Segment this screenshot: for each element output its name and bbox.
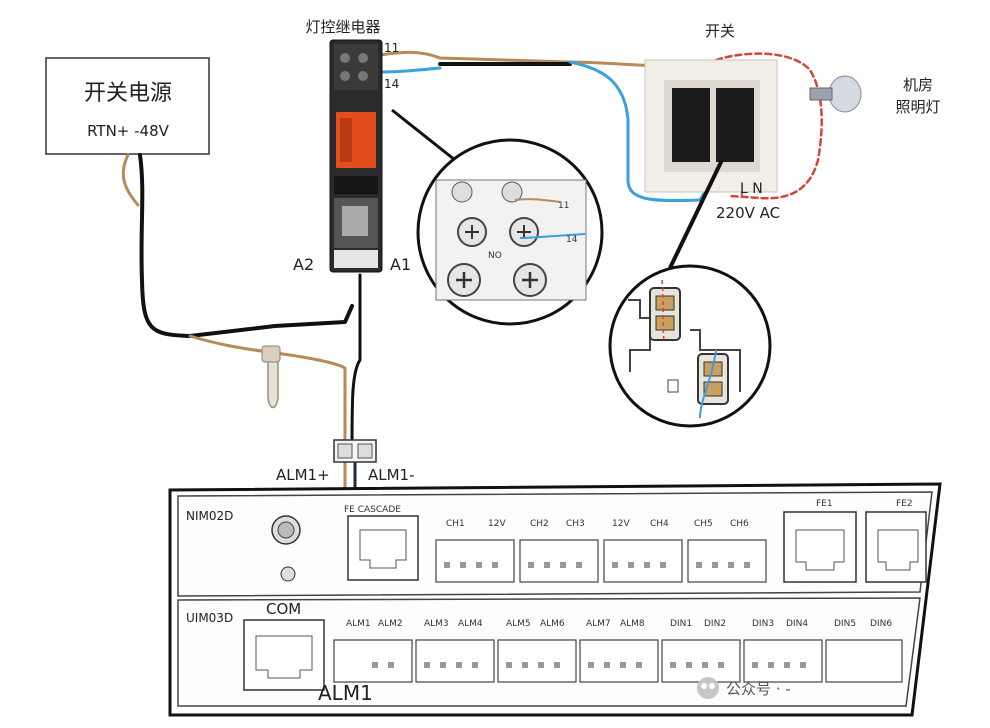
switch-voltage: 220V AC [716, 204, 780, 222]
power-supply: 开关电源 RTN+ -48V [45, 57, 210, 155]
relay-pin-11: 11 [384, 41, 399, 55]
relay-detail-pointer [391, 108, 456, 162]
port-label: DIN4 [786, 619, 808, 629]
port-label: DIN1 [670, 619, 692, 629]
bottom-port-labels: ALM1 ALM2 ALM3 ALM4 ALM5 ALM6 ALM7 ALM8 … [346, 619, 892, 629]
alm1-callout: ALM1 [318, 681, 373, 705]
relay-pin-14: 14 [384, 77, 399, 91]
port-label: DIN3 [752, 619, 774, 629]
com-label: COM [266, 600, 301, 618]
ground-icon [280, 566, 296, 582]
relay-detail-callout: 11 14 NO [416, 138, 604, 326]
detail-no-label: NO [488, 251, 502, 261]
port-label: CH2 [530, 519, 549, 529]
port-label: ALM4 [458, 619, 483, 629]
room-light: 机房 照明灯 [809, 75, 941, 116]
alarm-connector: ALM1+ ALM1- [276, 439, 415, 484]
switch-detail-pointer [668, 159, 724, 269]
top-terminal-blocks [435, 539, 767, 583]
port-label: CH3 [566, 519, 585, 529]
module-bottom-name: UIM03D [186, 611, 233, 625]
alarm-plus-label: ALM1+ [276, 466, 330, 484]
port-label: ALM8 [620, 619, 645, 629]
lamp-line1: 机房 [903, 76, 933, 94]
light-control-relay: 灯控继电器 11 14 A2 A1 [293, 18, 411, 274]
detail-pin-14: 14 [566, 235, 578, 245]
alarm-minus-label: ALM1- [368, 466, 415, 484]
top-port-labels: CH1 12V CH2 CH3 12V CH4 CH5 CH6 [446, 519, 749, 529]
fe2-label: FE2 [896, 499, 913, 509]
bottom-terminal-blocks [333, 639, 903, 683]
switch-line-labels: L N [740, 181, 763, 197]
power-supply-title: 开关电源 [84, 81, 172, 106]
wall-switch: 开关 L N 220V AC [644, 22, 780, 222]
port-label: CH1 [446, 519, 465, 529]
switch-title: 开关 [705, 22, 735, 40]
device-panel: NIM02D UIM03D FE CASCADE FE1 FE2 COM CH1… [168, 482, 942, 717]
port-label: CH4 [650, 519, 669, 529]
detail-pin-11: 11 [558, 201, 569, 211]
port-label: DIN5 [834, 619, 856, 629]
fe-cascade-label: FE CASCADE [344, 505, 401, 515]
fe1-label: FE1 [816, 499, 833, 509]
port-label: ALM2 [378, 619, 403, 629]
port-label: ALM6 [540, 619, 565, 629]
switch-detail-callout [608, 264, 772, 428]
port-label: ALM3 [424, 619, 449, 629]
port-label: 12V [488, 519, 506, 529]
watermark-text: 公众号 · - [726, 680, 791, 698]
port-label: DIN6 [870, 619, 892, 629]
relay-title: 灯控继电器 [305, 18, 380, 36]
module-top-name: NIM02D [186, 509, 233, 523]
watermark: 公众号 · - [697, 677, 791, 699]
port-label: ALM5 [506, 619, 531, 629]
port-label: CH6 [730, 519, 749, 529]
lamp-line2: 照明灯 [895, 98, 940, 116]
relay-pin-a2: A2 [293, 255, 314, 274]
terminal-holes [372, 562, 806, 668]
port-label: CH5 [694, 519, 713, 529]
inline-fuse [261, 345, 281, 409]
power-supply-terminals: RTN+ -48V [87, 122, 170, 140]
port-label: 12V [612, 519, 630, 529]
port-label: ALM1 [346, 619, 371, 629]
port-label: DIN2 [704, 619, 726, 629]
port-label: ALM7 [586, 619, 611, 629]
relay-pin-a1: A1 [390, 255, 411, 274]
